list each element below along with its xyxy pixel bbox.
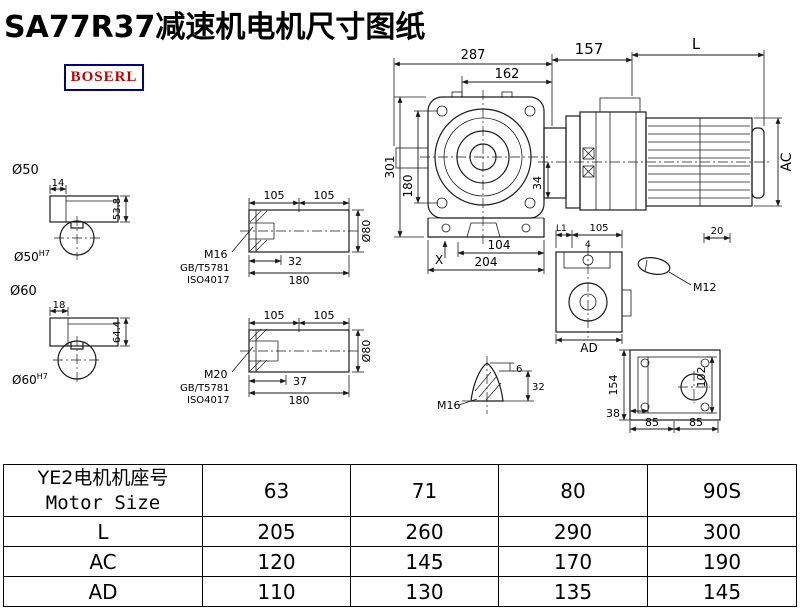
input-side-view: L1 105 4 AD: [555, 223, 632, 355]
cell-AC-90s: 190: [647, 546, 797, 577]
screw-cross-marks: [582, 147, 595, 178]
breather-plug-detail: 6 32 M16: [437, 356, 545, 414]
table-row-AD: AD 110 130 135 145: [3, 576, 797, 607]
dim-85a: 85: [645, 416, 659, 429]
shaft-end-view-50: Ø50 14 53.8 Ø50H7: [12, 163, 130, 264]
main-view-dimensions: 287 162 157 L 301 180 34 AC X 104 204: [383, 35, 795, 274]
dim-AC: AC: [779, 152, 795, 171]
dim-154: 154: [607, 375, 620, 396]
dim-80a: Ø80: [360, 220, 373, 243]
dim-180b: 180: [289, 394, 310, 407]
dim-AD: AD: [580, 341, 597, 355]
technical-drawing: 287 162 157 L 301 180 34 AC X 104 204 Ø5…: [10, 35, 795, 433]
motor-size-63: 63: [202, 464, 351, 517]
plug-detail: 20 M12: [637, 226, 731, 294]
dim-162: 162: [495, 67, 520, 82]
dim-105d: 105: [314, 309, 335, 322]
dim-37: 37: [293, 375, 307, 388]
cell-L-90s: 300: [647, 516, 797, 547]
dim-50H7: Ø50H7: [14, 249, 50, 264]
cell-AC-80: 170: [498, 546, 648, 577]
dim-X: X: [435, 253, 443, 267]
standard-gb: GB/T5781: [180, 263, 230, 274]
dim-32c: 32: [532, 382, 545, 393]
dim-L1: L1: [556, 224, 567, 234]
dim-60H7: Ø60H7: [12, 372, 48, 387]
motor-size-90s: 90S: [647, 464, 797, 517]
motor-size-label-cn: YE2电机机座号: [37, 466, 169, 489]
dim-14: 14: [52, 178, 65, 189]
motor-size-label-en: Motor Size: [45, 491, 161, 514]
cell-AD-63: 110: [202, 576, 351, 607]
dim-50: Ø50: [12, 163, 39, 178]
dim-85b: 85: [689, 416, 703, 429]
dim-102: 102: [695, 367, 708, 388]
row-label-AD: AD: [3, 576, 203, 607]
dim-80b: Ø80: [360, 340, 373, 363]
cell-AD-71: 130: [350, 576, 499, 607]
table-header-row: YE2电机机座号 Motor Size 63 71 80 90S: [3, 464, 797, 517]
dim-34: 34: [531, 176, 544, 190]
motor-size-80: 80: [498, 464, 648, 517]
thread-m16-b: M16: [437, 399, 461, 412]
cell-L-71: 260: [350, 516, 499, 547]
thread-m20: M20: [204, 368, 228, 381]
motor-size-71: 71: [350, 464, 499, 517]
shaft-end-view-60: Ø60 18 64.4 Ø60H7: [10, 284, 130, 387]
mounting-bottom-view: 154 102 38 85 85: [606, 349, 721, 433]
output-shaft-detail-m16: 105 105 M16 GB/T5781 ISO4017 32 180 Ø80: [180, 189, 373, 287]
motor-dimension-table: YE2电机机座号 Motor Size 63 71 80 90S L 205 2…: [3, 464, 797, 607]
boserl-logo-text: BOSERL: [70, 69, 138, 85]
dim-180-vertical: 180: [401, 175, 415, 198]
cell-AC-63: 120: [202, 546, 351, 577]
standard-iso: ISO4017: [187, 275, 230, 286]
cell-AC-71: 145: [350, 546, 499, 577]
cell-L-63: 205: [202, 516, 351, 547]
dim-L: L: [692, 35, 701, 53]
dim-104: 104: [488, 238, 511, 252]
boserl-logo: BOSERL: [64, 64, 144, 91]
dim-105e: 105: [589, 223, 608, 234]
row-label-L: L: [3, 516, 203, 547]
cell-AD-80: 135: [498, 576, 648, 607]
dim-157: 157: [575, 40, 604, 58]
cell-AD-90s: 145: [647, 576, 797, 607]
standard-gb-2: GB/T5781: [180, 383, 230, 394]
dim-60: Ø60: [10, 284, 37, 299]
dim-301: 301: [383, 156, 397, 179]
motor-fins: [648, 118, 750, 206]
dim-105b: 105: [314, 189, 335, 202]
dim-20: 20: [711, 226, 724, 237]
table-row-AC: AC 120 145 170 190: [3, 546, 797, 577]
dim-287: 287: [461, 48, 486, 63]
thread-m16: M16: [204, 248, 228, 261]
dim-105c: 105: [264, 309, 285, 322]
dim-32: 32: [288, 255, 302, 268]
motor-size-header-cell: YE2电机机座号 Motor Size: [3, 464, 203, 517]
dim-64-4: 64.4: [112, 321, 123, 343]
dim-105a: 105: [264, 189, 285, 202]
standard-iso-2: ISO4017: [187, 395, 230, 406]
page-title: SA77R37减速机电机尺寸图纸: [4, 10, 426, 45]
dim-180a: 180: [289, 274, 310, 287]
dim-18: 18: [53, 300, 66, 311]
main-assembly-view: [395, 90, 772, 244]
cell-L-80: 290: [498, 516, 648, 547]
row-label-AC: AC: [3, 546, 203, 577]
dim-53-8: 53.8: [112, 198, 123, 220]
table-row-L: L 205 260 290 300: [3, 516, 797, 547]
dim-6: 6: [516, 364, 522, 375]
dim-38: 38: [606, 407, 620, 420]
thread-m12: M12: [693, 281, 717, 294]
dim-4: 4: [585, 240, 591, 250]
output-shaft-detail-m20: 105 105 M20 GB/T5781 ISO4017 37 180 Ø80: [180, 309, 373, 407]
dim-204: 204: [475, 255, 498, 269]
